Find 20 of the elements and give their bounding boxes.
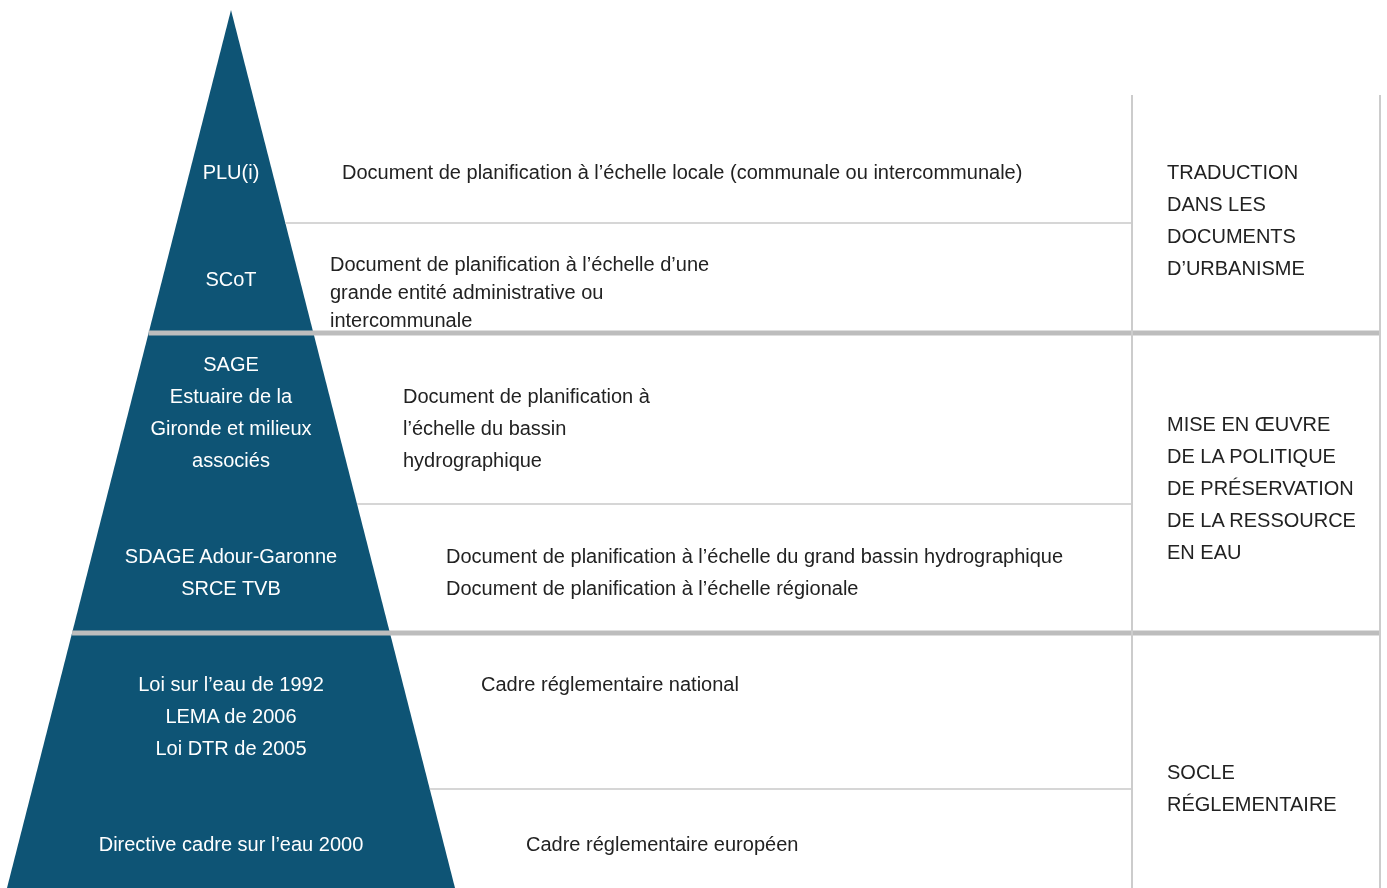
category-label: TRADUCTION DANS LES DOCUMENTS D’URBANISME	[1167, 160, 1306, 281]
description-text: Document de planification à l’échelle du bassin hydrographique	[403, 384, 651, 473]
description-text: Document de planification à l’échelle du grand bassin hydrographique	[446, 544, 1065, 569]
tier-label: Estuaire de la Gironde et milieux associés	[149, 384, 313, 473]
description-text: Document de planification à l’échelle régionale	[446, 576, 860, 601]
tier-label: PLU(i)	[201, 160, 261, 185]
tier-label: SCoT	[204, 267, 258, 292]
tier-label: SDAGE Adour-Garonne	[123, 544, 339, 569]
tier-label: SRCE TVB	[180, 576, 282, 601]
tier-label: SAGE	[202, 352, 260, 377]
category-label: MISE EN ŒUVRE DE LA POLITIQUE DE PRÉSERVATION DE LA RESSOURCE EN EAU	[1167, 412, 1357, 565]
tier-label: Loi sur l’eau de 1992	[137, 672, 325, 697]
description-text: Cadre réglementaire européen	[526, 832, 800, 857]
description-text: Document de planification à l’échelle d’une grande entité administrative ou intercommunale	[330, 252, 711, 333]
description-text: Document de planification à l’échelle locale (communale ou intercommunale)	[342, 160, 1024, 185]
category-label: SOCLE RÉGLEMENTAIRE	[1167, 760, 1338, 817]
tier-label: Loi DTR de 2005	[154, 736, 308, 761]
tier-label: Directive cadre sur l’eau 2000	[97, 832, 365, 857]
description-text: Cadre réglementaire national	[481, 672, 740, 697]
tier-label: LEMA de 2006	[164, 704, 298, 729]
